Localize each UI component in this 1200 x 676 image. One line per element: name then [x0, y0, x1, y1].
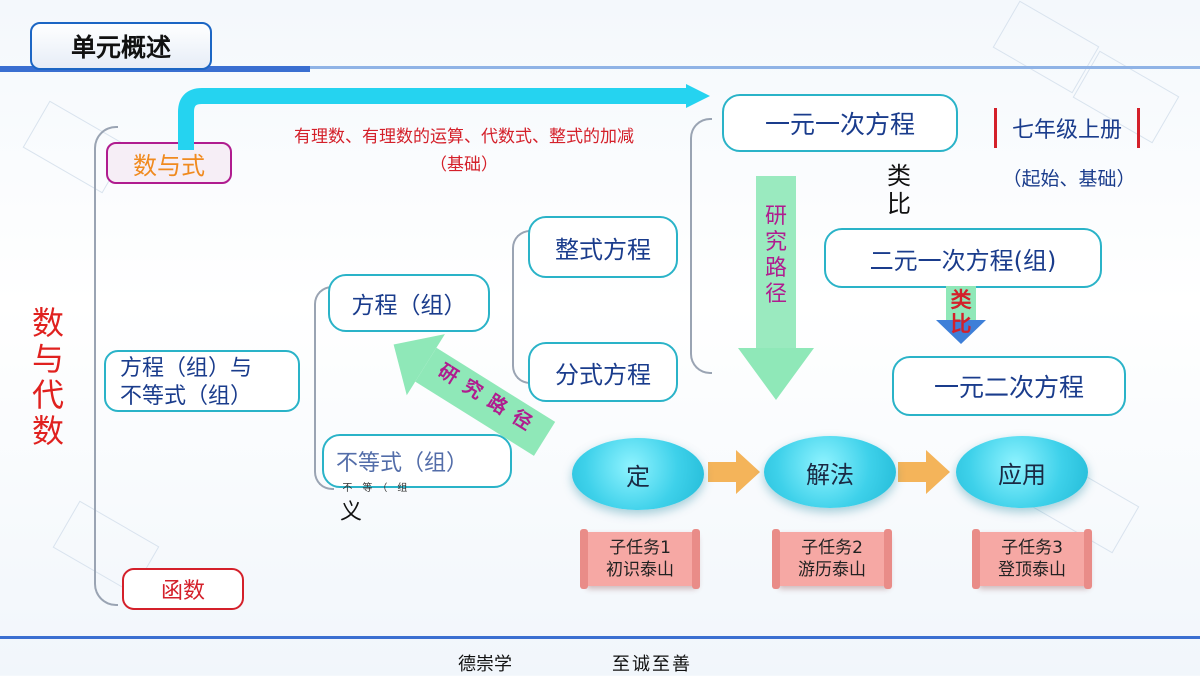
flow-application: 应用 — [956, 436, 1088, 508]
node-fenshi-fangcheng: 分式方程 — [528, 342, 678, 402]
analogy-label-2: 类比 — [950, 288, 972, 336]
footer-left-text: 德崇学 — [458, 654, 512, 675]
footer-line — [0, 636, 1200, 639]
node-yiyuan-erci: 一元二次方程 — [892, 356, 1126, 416]
top-flow-subtext: （基础） — [430, 155, 498, 175]
page-title: 单元概述 — [70, 33, 171, 62]
definition-tail: 义 — [340, 500, 363, 525]
subtask-2: 子任务2 游历泰山 — [772, 529, 892, 589]
diagonal-research-arrow — [393, 334, 556, 456]
research-arrow-shaft — [756, 176, 796, 348]
header-line-right — [310, 66, 1200, 69]
analogy-arrow-shaft — [946, 286, 976, 320]
research-path-vertical-text: 研究路径 — [764, 204, 787, 307]
budengshi-small-text: 不 等 （ 组 — [342, 483, 408, 494]
analogy-arrow-head — [936, 320, 986, 344]
top-flow-arrowhead — [686, 84, 710, 108]
grade-sublabel: （起始、基础） — [1002, 168, 1136, 190]
node-fangcheng-zu: 方程（组） — [328, 274, 490, 332]
node-yiyuan-yici: 一元一次方程 — [722, 94, 958, 152]
root-label: 数与代数 — [31, 304, 64, 450]
research-arrow-head — [738, 348, 814, 400]
top-flow-arrow — [178, 88, 688, 150]
subtask-1: 子任务1 初识泰山 — [580, 529, 700, 589]
node-hanshu: 函数 — [122, 568, 244, 610]
flow-arrow-2 — [898, 450, 950, 494]
grade-label: 七年级上册 — [994, 108, 1140, 148]
flow-definition: 定 — [572, 438, 704, 510]
flow-method: 解法 — [764, 436, 896, 508]
node-shu-yu-shi: 数与式 — [106, 142, 232, 184]
node-eryuan-yici: 二元一次方程(组) — [824, 228, 1102, 288]
subtask-3: 子任务3 登顶泰山 — [972, 529, 1092, 589]
flow-arrow-1 — [708, 450, 760, 494]
node-budengshi-zu: 不等式（组） — [322, 434, 512, 488]
header-title-box: 单元概述 — [30, 22, 212, 70]
top-flow-text: 有理数、有理数的运算、代数式、整式的加减 — [294, 127, 634, 147]
analogy-label-1: 类比 — [887, 162, 911, 218]
node-zhengshi-fangcheng: 整式方程 — [528, 216, 678, 278]
node-fangcheng-budengshi: 方程（组）与 不等式（组） — [104, 350, 300, 412]
footer-right-text: 至诚至善 — [612, 654, 692, 675]
